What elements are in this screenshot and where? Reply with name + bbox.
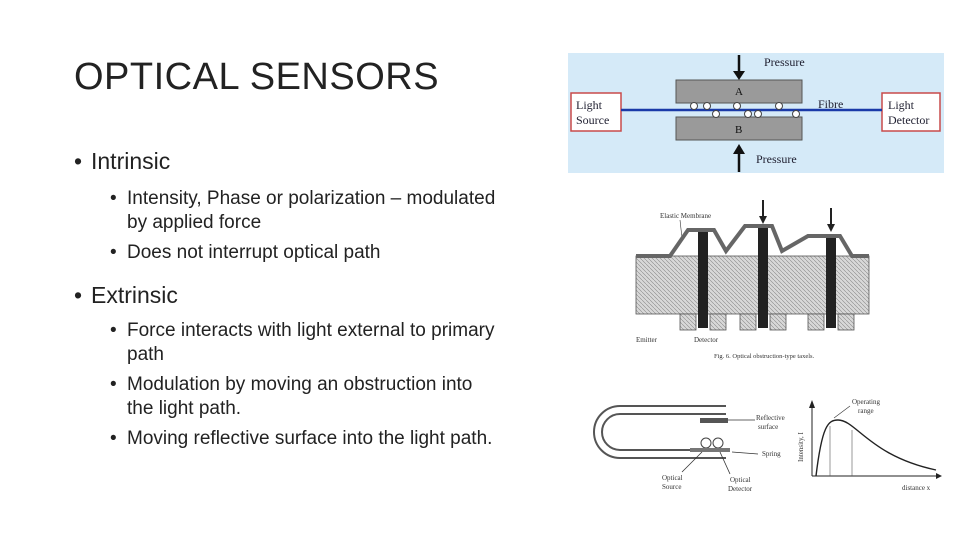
bullet-text: Extrinsic bbox=[91, 282, 178, 308]
bullet-list: • Intrinsic • Intensity, Phase or polari… bbox=[74, 146, 574, 452]
emitter-detector-blocks bbox=[679, 313, 855, 331]
fibre-loop-inner bbox=[601, 413, 726, 451]
obstruction-diagram: Elastic Membrane Emitter Detector Fi bbox=[635, 200, 870, 360]
y-axis-label: Intensity, I bbox=[797, 431, 805, 462]
sub-bullet-continuation: the light path. bbox=[74, 396, 574, 422]
sub-bullet-interrupt: • Does not interrupt optical path bbox=[110, 242, 381, 263]
sub-bullet-reflective: • Moving reflective surface into the lig… bbox=[110, 428, 493, 449]
figure-reflective-sensor: Reflective surface Spring Optical Source… bbox=[590, 396, 942, 496]
pressure-top-label: Pressure bbox=[764, 55, 805, 69]
fibre-sensor-diagram: Light Source Light Detector Fibre A B bbox=[570, 55, 941, 172]
operating-range-label-2: range bbox=[858, 407, 874, 415]
light-detector-label-1: Light bbox=[888, 98, 915, 112]
reflective-label-1: Reflective bbox=[756, 414, 785, 422]
deformer-beads bbox=[690, 102, 800, 118]
sub-bullet-modulation: • Modulation by moving an obstruction in… bbox=[110, 374, 473, 395]
elastic-membrane bbox=[636, 224, 869, 258]
elastic-membrane-label: Elastic Membrane bbox=[660, 212, 711, 220]
light-source-label-1: Light bbox=[576, 98, 603, 112]
figure-obstruction-taxels: Elastic Membrane Emitter Detector Fi bbox=[630, 196, 875, 371]
reflective-label-2: surface bbox=[758, 423, 778, 431]
slide-title: OPTICAL SENSORS bbox=[74, 56, 440, 98]
plate-a-label: A bbox=[735, 86, 743, 98]
sub-bullet-continuation: by applied force bbox=[74, 210, 574, 236]
spring-label: Spring bbox=[762, 450, 781, 458]
detector-label: Detector bbox=[694, 336, 719, 344]
operating-range-label-1: Operating bbox=[852, 398, 880, 406]
light-source-box bbox=[570, 92, 622, 132]
optical-detector-label-1: Optical bbox=[730, 476, 751, 484]
light-source-label-2: Source bbox=[576, 113, 609, 127]
fibre-loop-outer bbox=[593, 405, 726, 459]
reflective-plate bbox=[700, 418, 728, 423]
sub-bullet-text: path bbox=[127, 344, 164, 365]
light-detector-box bbox=[881, 92, 941, 132]
figure-caption: Fig. 6. Optical obstruction-type taxels. bbox=[714, 353, 815, 360]
bullet-text: Intrinsic bbox=[91, 148, 171, 174]
plate-b-label: B bbox=[735, 124, 742, 136]
optical-source-label-1: Optical bbox=[662, 474, 683, 482]
sub-bullet-text: Force interacts with light external to p… bbox=[127, 320, 495, 341]
sub-bullet-text: Moving reflective surface into the light… bbox=[127, 428, 493, 449]
x-axis-label: distance x bbox=[902, 484, 931, 492]
post-1 bbox=[698, 232, 708, 328]
post-2 bbox=[758, 228, 768, 328]
sub-bullet-force: • Force interacts with light external to… bbox=[110, 320, 495, 341]
post-3 bbox=[826, 238, 836, 328]
optical-source-label-2: Source bbox=[662, 483, 681, 491]
sub-bullet-text: Does not interrupt optical path bbox=[127, 242, 381, 263]
sub-bullet-text: the light path. bbox=[127, 398, 242, 419]
sub-bullet-text: Intensity, Phase or polarization – modul… bbox=[127, 188, 496, 209]
sub-bullet-text: by applied force bbox=[127, 212, 262, 233]
optical-detector-label-2: Detector bbox=[728, 485, 753, 493]
sub-bullet-intensity: • Intensity, Phase or polarization – mod… bbox=[110, 188, 496, 209]
bullet-extrinsic: • Extrinsic bbox=[74, 282, 178, 308]
sub-bullet-continuation: path bbox=[74, 342, 574, 368]
sub-bullet-text: Modulation by moving an obstruction into bbox=[127, 374, 473, 395]
emitter-label: Emitter bbox=[636, 336, 658, 344]
reflective-diagram: Reflective surface Spring Optical Source… bbox=[593, 398, 942, 493]
plate-b bbox=[675, 116, 803, 141]
intensity-curve bbox=[815, 419, 937, 477]
pressure-bottom-label: Pressure bbox=[756, 152, 797, 166]
bullet-intrinsic: • Intrinsic bbox=[74, 148, 171, 174]
fibre-label: Fibre bbox=[818, 97, 843, 111]
figure-intrinsic-fibre-sensor: Light Source Light Detector Fibre A B bbox=[568, 53, 944, 173]
light-detector-label-2: Detector bbox=[888, 113, 929, 127]
